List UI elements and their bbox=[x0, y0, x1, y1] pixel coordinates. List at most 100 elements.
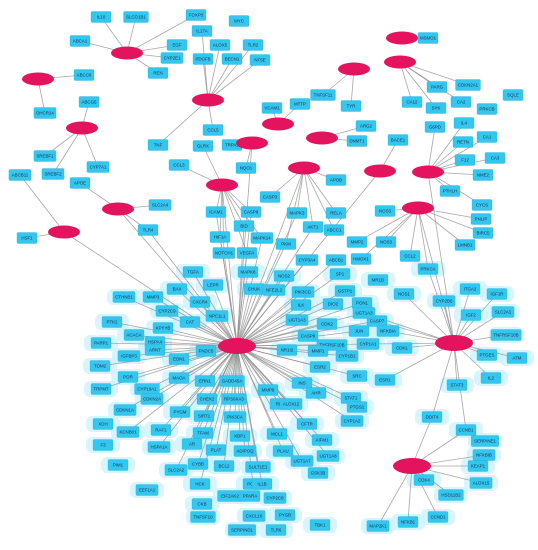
gene-node[interactable]: UGT1A7 bbox=[290, 455, 314, 467]
gene-node[interactable]: STAT3 bbox=[446, 379, 468, 391]
gene-node[interactable]: PKM bbox=[275, 238, 297, 250]
gene-node[interactable]: NPC1L1 bbox=[205, 310, 229, 322]
gene-node[interactable]: FOXP3 bbox=[185, 9, 207, 21]
gene-node[interactable]: TNFSF10 bbox=[190, 511, 216, 523]
gene-node[interactable]: NOS1 bbox=[393, 288, 415, 300]
gene-node[interactable]: F12 bbox=[454, 154, 476, 166]
gene-node[interactable]: MMP9 bbox=[257, 384, 279, 396]
gene-node[interactable]: CYP3A4 bbox=[295, 254, 319, 266]
gene-node[interactable]: CDKN1A bbox=[113, 404, 137, 416]
gene-node[interactable]: ARNT bbox=[144, 344, 166, 356]
gene-node[interactable]: CCL5 bbox=[202, 124, 224, 136]
gene-node[interactable]: HSPA1A bbox=[147, 441, 171, 453]
gene-node[interactable]: ABCA1 bbox=[69, 35, 91, 47]
gene-node[interactable]: ADIPOQ bbox=[233, 445, 257, 457]
gene-node[interactable]: ICAM1 bbox=[205, 206, 227, 218]
gene-node[interactable]: PTGS1 bbox=[346, 401, 368, 413]
gene-node[interactable]: BAX bbox=[166, 283, 188, 295]
hub-node[interactable] bbox=[66, 121, 98, 135]
gene-node[interactable]: AKT1 bbox=[302, 221, 324, 233]
gene-node[interactable]: HCK bbox=[189, 478, 211, 490]
gene-node[interactable]: JUN bbox=[348, 325, 370, 337]
gene-node[interactable]: PYGB bbox=[274, 509, 296, 521]
gene-node[interactable]: POR bbox=[117, 371, 139, 383]
gene-node[interactable]: MMP1 bbox=[307, 345, 329, 357]
gene-node[interactable]: TNFRSF10B bbox=[490, 329, 522, 341]
gene-node[interactable]: CXCR4 bbox=[189, 296, 211, 308]
gene-node[interactable]: PDGFB bbox=[192, 53, 214, 65]
gene-node[interactable]: EDN1 bbox=[168, 353, 190, 365]
gene-node[interactable]: ALOX15 bbox=[469, 477, 493, 489]
gene-node[interactable]: TGFA bbox=[182, 266, 204, 278]
gene-node[interactable]: MSMO1 bbox=[417, 32, 439, 44]
gene-node[interactable]: ARG2 bbox=[355, 120, 377, 132]
gene-node[interactable]: DHCR24 bbox=[33, 107, 57, 119]
gene-node[interactable]: CDK2 bbox=[316, 318, 338, 330]
gene-node[interactable]: MAOA bbox=[168, 372, 190, 384]
gene-node[interactable]: IGF2 bbox=[460, 309, 482, 321]
gene-node[interactable]: PARG bbox=[426, 81, 448, 93]
hub-node[interactable] bbox=[306, 131, 338, 145]
gene-node[interactable]: ESR2 bbox=[309, 361, 331, 373]
gene-node[interactable]: AHR bbox=[305, 387, 327, 399]
hub-node[interactable] bbox=[192, 93, 224, 107]
hub-node[interactable] bbox=[48, 225, 80, 239]
gene-node[interactable]: HMOX1 bbox=[350, 253, 372, 265]
gene-node[interactable]: CASP8 bbox=[240, 206, 262, 218]
gene-node[interactable]: UGT1A3 bbox=[285, 314, 309, 326]
gene-node[interactable]: CFTR bbox=[296, 418, 318, 430]
gene-node[interactable]: CASP9 bbox=[297, 330, 319, 342]
gene-node[interactable]: APOE bbox=[69, 177, 91, 189]
gene-node[interactable]: SLCO1B1 bbox=[123, 11, 149, 23]
gene-node[interactable]: ALOX12 bbox=[279, 398, 303, 410]
gene-node[interactable]: GSTP1 bbox=[334, 285, 356, 297]
gene-node[interactable]: TRPM7 bbox=[90, 383, 112, 395]
gene-node[interactable]: MMP2 bbox=[346, 236, 368, 248]
gene-node[interactable]: EIF2AK2 bbox=[217, 490, 243, 502]
gene-node[interactable]: CDKN2A1 bbox=[455, 79, 481, 91]
gene-node[interactable]: CYBB bbox=[187, 458, 209, 470]
gene-node[interactable]: UGT1A3 bbox=[352, 307, 376, 319]
gene-node[interactable]: SRC bbox=[346, 370, 368, 382]
gene-node[interactable]: NOS3 bbox=[375, 236, 397, 248]
gene-node[interactable]: PNLIP bbox=[470, 213, 492, 225]
hub-node[interactable] bbox=[262, 117, 294, 131]
gene-node[interactable]: IL2 bbox=[480, 372, 502, 384]
gene-node[interactable]: MCL1 bbox=[266, 428, 288, 440]
gene-node[interactable]: KBP1 bbox=[229, 430, 251, 442]
gene-node[interactable]: GSK3B bbox=[307, 467, 329, 479]
gene-node[interactable]: CCL3 bbox=[168, 159, 190, 171]
gene-node[interactable]: MR1D bbox=[367, 274, 389, 286]
hub-node[interactable] bbox=[435, 335, 473, 351]
gene-node[interactable]: ESR1 bbox=[374, 374, 396, 386]
gene-node[interactable]: RPS6KA3 bbox=[221, 393, 247, 405]
gene-node[interactable]: HIF1A bbox=[209, 231, 231, 243]
gene-node[interactable]: CYP1A1 bbox=[356, 338, 380, 350]
gene-node[interactable]: AR bbox=[181, 438, 203, 450]
gene-node[interactable]: DNMT1 bbox=[346, 135, 368, 147]
gene-node[interactable]: LEPR bbox=[202, 279, 224, 291]
gene-node[interactable]: ABCB11 bbox=[8, 169, 32, 181]
gene-node[interactable]: NFKB1 bbox=[397, 516, 419, 528]
gene-node[interactable]: RELA bbox=[325, 207, 347, 219]
hub-node[interactable] bbox=[111, 46, 143, 60]
gene-node[interactable]: MTTP bbox=[289, 98, 311, 110]
gene-node[interactable]: NOTCH1 bbox=[212, 247, 236, 259]
gene-node[interactable]: CDKN2A bbox=[140, 393, 164, 405]
gene-node[interactable]: CCL2 bbox=[399, 250, 421, 262]
gene-node[interactable]: GLRX bbox=[192, 140, 214, 152]
gene-node[interactable]: PRKCA bbox=[417, 263, 439, 275]
gene-node[interactable]: CDK1 bbox=[391, 342, 413, 354]
gene-node[interactable]: AIFM1 bbox=[311, 434, 333, 446]
gene-node[interactable]: CYCS bbox=[471, 199, 493, 211]
gene-node[interactable]: CA12 bbox=[401, 96, 423, 108]
gene-node[interactable]: SLC2A4 bbox=[148, 199, 172, 211]
gene-node[interactable]: TOM2 bbox=[89, 360, 111, 372]
gene-node[interactable]: IGFBP3 bbox=[117, 350, 141, 362]
gene-node[interactable]: ABCC6 bbox=[73, 69, 95, 81]
gene-node[interactable]: VCAM1 bbox=[261, 102, 283, 114]
gene-node[interactable]: ABCB1 bbox=[325, 254, 347, 266]
gene-node[interactable]: PIK3CG bbox=[291, 286, 315, 298]
gene-node[interactable]: PLAT bbox=[205, 444, 227, 456]
gene-node[interactable]: DDIT4 bbox=[421, 411, 443, 423]
